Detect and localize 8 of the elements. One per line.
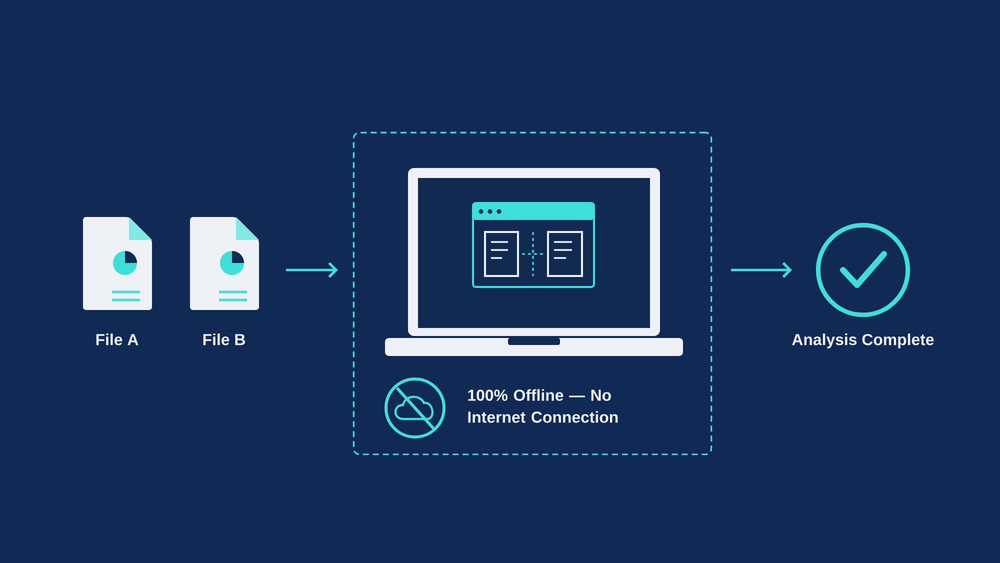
offline-note: 100% Offline — No Internet Connection <box>468 389 618 423</box>
arrow <box>731 262 792 278</box>
arrow <box>286 262 338 278</box>
file-label: File A <box>96 334 138 346</box>
laptop-drawing <box>385 168 683 356</box>
status-label: Analysis Complete <box>792 334 934 348</box>
file-label: File B <box>203 334 245 346</box>
dashed-frame <box>352 132 712 456</box>
